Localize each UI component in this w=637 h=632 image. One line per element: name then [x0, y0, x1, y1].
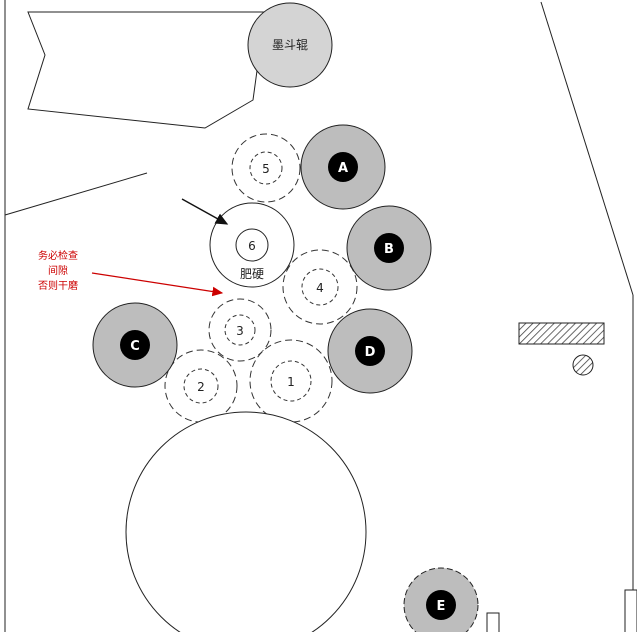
plate-cylinder — [125, 411, 367, 632]
dashed-roller-4: 4 — [282, 249, 358, 325]
machine-frame — [4, 0, 634, 632]
warning-note-line-2: 间隙 — [48, 264, 68, 277]
ink-fountain-housing — [27, 11, 266, 129]
hatched-knob — [572, 354, 594, 376]
roller-e-label: E — [437, 599, 446, 614]
ink-fountain-roller-label: 墨斗辊 — [272, 38, 308, 52]
roller-a-label: A — [338, 161, 348, 176]
roller-c: C — [92, 302, 178, 388]
dashed-roller-3: 3 — [208, 298, 272, 362]
warning-note: 务必检查 间隙 否则干磨 — [38, 249, 78, 292]
roller-2-label: 2 — [197, 380, 205, 394]
ink-fountain-roller: 墨斗辊 — [247, 2, 333, 88]
warning-note-line-1: 务必检查 — [38, 249, 78, 262]
bottom-slot-left — [486, 612, 500, 632]
roller-d: D — [327, 308, 413, 394]
ductor-roller-6: 6 肥硬 — [209, 202, 295, 288]
roller-5-label: 5 — [262, 162, 270, 176]
red-arrow — [91, 272, 224, 297]
roller-3-label: 3 — [236, 324, 244, 338]
roller-c-label: C — [130, 339, 140, 354]
roller-1-label: 1 — [287, 375, 295, 389]
roller-a: A — [300, 124, 386, 210]
hatched-bar — [518, 322, 605, 345]
bottom-slot-right — [624, 589, 637, 632]
dashed-roller-1: 1 — [249, 339, 333, 423]
roller-6-caption: 肥硬 — [240, 267, 264, 281]
dashed-roller-5: 5 — [231, 133, 301, 203]
roller-d-label: D — [365, 345, 376, 360]
roller-b-label: B — [384, 242, 394, 257]
black-arrow — [181, 198, 229, 225]
warning-note-line-3: 否则干磨 — [38, 279, 78, 292]
roller-b: B — [346, 205, 432, 291]
roller-4-label: 4 — [316, 281, 324, 295]
dashed-roller-2: 2 — [164, 349, 238, 423]
roller-6-label: 6 — [248, 239, 256, 253]
roller-e: E — [403, 567, 479, 632]
